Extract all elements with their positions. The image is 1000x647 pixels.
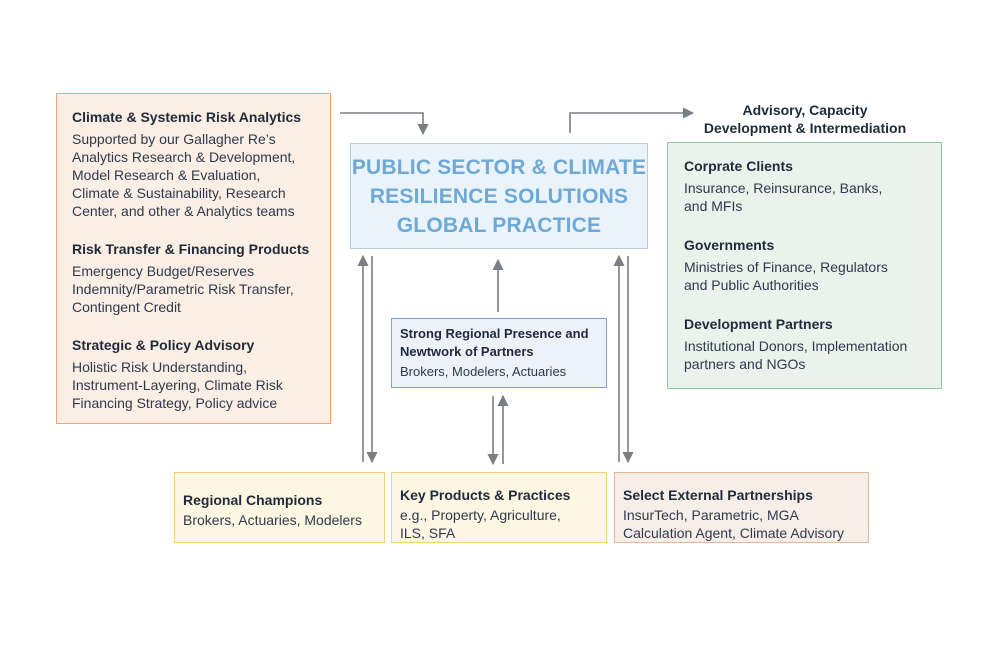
group-heading: Development Partners: [684, 316, 833, 332]
left-group-analytics: Climate & Systemic Risk Analytics Suppor…: [72, 108, 318, 220]
global-practice-title: PUBLIC SECTOR & CLIMATE RESILIENCE SOLUT…: [351, 155, 647, 237]
regional-presence-body: Brokers, Modelers, Actuaries: [400, 364, 567, 379]
arrow-left-to-center: [340, 112, 429, 136]
regional-presence-heading: Strong Regional Presence and Newtwork of…: [400, 326, 589, 359]
advisory-label: Advisory, Capacity Development & Interme…: [703, 102, 907, 136]
group-body: Emergency Budget/Reserves Indemnity/Para…: [72, 263, 294, 315]
key-products-body: e.g., Property, Agriculture, ILS, SFA: [400, 507, 561, 541]
key-products-heading: Key Products & Practices: [400, 487, 571, 503]
group-heading: Strategic & Policy Advisory: [72, 337, 255, 353]
group-heading: Governments: [684, 237, 775, 253]
group-body: Insurance, Reinsurance, Banks, and MFIs: [684, 180, 883, 214]
clients-panel: Corprate Clients Insurance, Reinsurance,…: [667, 142, 942, 389]
group-body: Ministries of Finance, Regulators and Pu…: [684, 259, 888, 293]
group-body: Institutional Donors, Implementation par…: [684, 338, 908, 372]
external-partnerships-box: Select External Partnerships InsurTech, …: [614, 472, 869, 543]
left-group-policy-advisory: Strategic & Policy Advisory Holistic Ris…: [72, 336, 318, 412]
right-group-corporate: Corprate Clients Insurance, Reinsurance,…: [684, 157, 929, 215]
group-heading: Corprate Clients: [684, 158, 793, 174]
regional-champions-heading: Regional Champions: [183, 492, 323, 508]
arrow-center-to-advisory: [569, 107, 695, 133]
group-body: Supported by our Gallagher Re’s Analytic…: [72, 131, 296, 219]
regional-champions-body: Brokers, Actuaries, Modelers: [183, 512, 362, 528]
group-body: Holistic Risk Understanding, Instrument-…: [72, 359, 283, 411]
analytics-panel: Climate & Systemic Risk Analytics Suppor…: [56, 93, 331, 424]
group-heading: Climate & Systemic Risk Analytics: [72, 109, 302, 125]
group-heading: Risk Transfer & Financing Products: [72, 241, 310, 257]
left-group-risk-transfer: Risk Transfer & Financing Products Emerg…: [72, 240, 318, 316]
key-products-box: Key Products & Practices e.g., Property,…: [391, 472, 607, 543]
external-partnerships-body: InsurTech, Parametric, MGA Calculation A…: [623, 507, 844, 541]
regional-champions-box: Regional Champions Brokers, Actuaries, M…: [174, 472, 385, 543]
right-group-governments: Governments Ministries of Finance, Regul…: [684, 236, 929, 294]
regional-presence-box: Strong Regional Presence and Newtwork of…: [391, 318, 607, 388]
right-group-development-partners: Development Partners Institutional Donor…: [684, 315, 929, 373]
global-practice-box: PUBLIC SECTOR & CLIMATE RESILIENCE SOLUT…: [350, 143, 648, 249]
external-partnerships-heading: Select External Partnerships: [623, 487, 813, 503]
